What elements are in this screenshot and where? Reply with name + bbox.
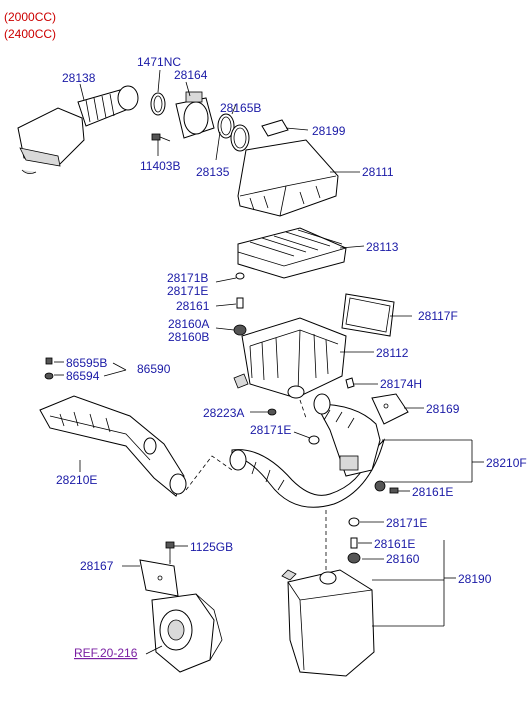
grommet-28171B[interactable] bbox=[235, 272, 245, 280]
label-28113[interactable]: 28113 bbox=[366, 240, 399, 254]
label-28164[interactable]: 28164 bbox=[174, 68, 208, 82]
resonator-28190[interactable] bbox=[281, 569, 375, 677]
clip-86594[interactable] bbox=[44, 372, 54, 380]
label-28171E-top[interactable]: 28171E bbox=[167, 284, 208, 298]
bracket-line-86590-b bbox=[103, 369, 127, 377]
leader-28171B bbox=[215, 277, 237, 283]
label-28210F[interactable]: 28210F bbox=[486, 456, 527, 470]
engine-mount-assembly[interactable] bbox=[151, 593, 223, 673]
clip-28174H[interactable] bbox=[345, 377, 355, 389]
leader-28161 bbox=[215, 303, 237, 307]
hose-clamp-28165B[interactable] bbox=[217, 113, 235, 139]
pin-28161E-low[interactable] bbox=[350, 537, 358, 549]
variant-2000cc: (2000CC) bbox=[4, 10, 56, 24]
leader-28199 bbox=[285, 127, 309, 131]
leader-28135 bbox=[215, 131, 221, 161]
insulator-28160[interactable] bbox=[347, 552, 361, 564]
bracket-line-86590-a bbox=[112, 362, 127, 371]
label-28171E-mid[interactable]: 28171E bbox=[250, 423, 291, 437]
label-28199[interactable]: 28199 bbox=[312, 124, 346, 138]
leader-1471NC bbox=[157, 69, 161, 93]
air-cleaner-body-28112[interactable] bbox=[233, 317, 347, 399]
variant-2400cc: (2400CC) bbox=[4, 27, 56, 41]
label-86590[interactable]: 86590 bbox=[137, 362, 171, 376]
insulator-28160A[interactable] bbox=[233, 324, 247, 336]
air-cleaner-cover-28111[interactable] bbox=[237, 139, 339, 217]
label-28223A[interactable]: 28223A bbox=[203, 406, 244, 420]
air-filter-element-28113[interactable] bbox=[237, 227, 347, 279]
label-28190[interactable]: 28190 bbox=[458, 572, 492, 586]
label-28171B[interactable]: 28171B bbox=[167, 271, 208, 285]
label-28111[interactable]: 28111 bbox=[362, 165, 394, 179]
label-28138[interactable]: 28138 bbox=[62, 71, 96, 85]
leader-28165B bbox=[231, 103, 237, 115]
label-28165B[interactable]: 28165B bbox=[220, 101, 261, 115]
reference-link[interactable]: REF.20-216 bbox=[74, 646, 138, 660]
air-flow-sensor-28164[interactable] bbox=[175, 91, 215, 139]
pin-28161E-right[interactable] bbox=[389, 487, 399, 494]
label-86595B[interactable]: 86595B bbox=[66, 356, 107, 370]
label-28161E-low[interactable]: 28161E bbox=[374, 537, 415, 551]
label-28171E-low[interactable]: 28171E bbox=[386, 516, 427, 530]
label-28135[interactable]: 28135 bbox=[196, 165, 230, 179]
connector-dash-a bbox=[185, 455, 233, 491]
label-28160B[interactable]: 28160B bbox=[168, 330, 209, 344]
air-hose-28210F[interactable] bbox=[229, 393, 386, 508]
pin-28161[interactable] bbox=[236, 297, 244, 309]
bolt-11403B[interactable] bbox=[151, 133, 171, 142]
label-28167[interactable]: 28167 bbox=[80, 559, 114, 573]
label-28161E-right[interactable]: 28161E bbox=[412, 485, 453, 499]
label-1125GB[interactable]: 1125GB bbox=[190, 540, 233, 554]
hose-clamp-1471NC[interactable] bbox=[150, 92, 166, 116]
label-sticker-28199[interactable] bbox=[261, 119, 289, 137]
bolt-1125GB[interactable] bbox=[165, 541, 175, 562]
label-11403B[interactable]: 11403B bbox=[140, 159, 180, 173]
leader-ref bbox=[145, 645, 163, 655]
seal-28117F[interactable] bbox=[341, 293, 395, 337]
bracket-28169[interactable] bbox=[371, 393, 409, 425]
label-28210E[interactable]: 28210E bbox=[56, 473, 97, 487]
label-28169[interactable]: 28169 bbox=[426, 402, 460, 416]
leader-28138 bbox=[79, 83, 85, 101]
label-28160[interactable]: 28160 bbox=[386, 552, 420, 566]
label-28160A[interactable]: 28160A bbox=[168, 317, 209, 331]
label-28112[interactable]: 28112 bbox=[376, 346, 409, 360]
leader-28160A bbox=[215, 327, 235, 331]
label-28174H[interactable]: 28174H bbox=[380, 377, 422, 391]
grommet-28171E-mid[interactable] bbox=[308, 435, 320, 445]
label-28161[interactable]: 28161 bbox=[176, 299, 210, 313]
connector-dash-b bbox=[299, 399, 307, 419]
leader-28164 bbox=[185, 81, 191, 97]
air-duct-28210E[interactable] bbox=[39, 395, 187, 497]
grommet-28223A[interactable] bbox=[267, 408, 277, 416]
label-86594[interactable]: 86594 bbox=[66, 369, 100, 383]
leader-28171E-mid bbox=[293, 431, 311, 439]
hose-28135[interactable] bbox=[230, 124, 250, 152]
bracket-28167[interactable] bbox=[139, 559, 179, 597]
label-1471NC[interactable]: 1471NC bbox=[137, 55, 181, 69]
bolt-86595B[interactable] bbox=[45, 357, 53, 365]
intake-duct-28138[interactable] bbox=[17, 85, 139, 174]
leader-28113 bbox=[339, 245, 365, 249]
label-28117F[interactable]: 28117F bbox=[418, 309, 458, 323]
grommet-28171E-low[interactable] bbox=[348, 517, 360, 527]
